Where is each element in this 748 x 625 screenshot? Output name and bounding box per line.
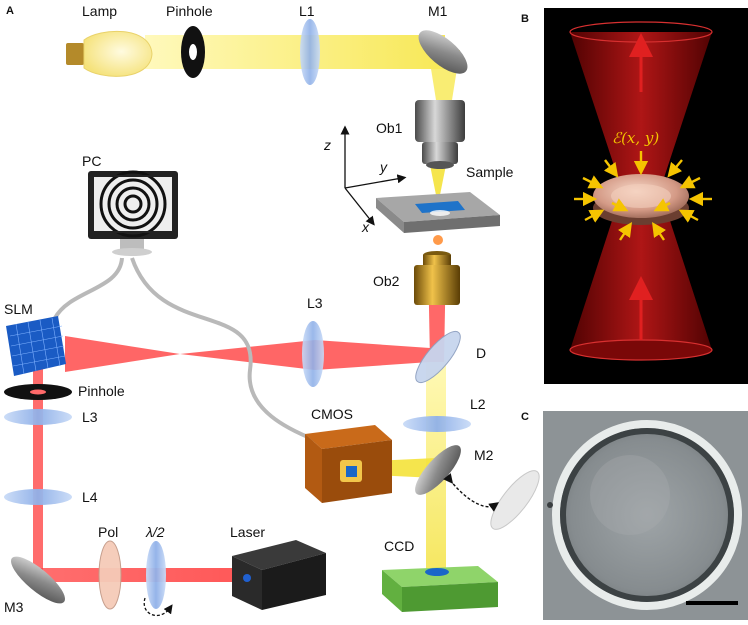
flip-arrow-icon [443, 473, 499, 512]
trapped-cell-disc-icon [593, 174, 689, 225]
pinhole-left-icon [4, 384, 72, 400]
pc-monitor-icon [88, 170, 178, 256]
panel-label-b: B [521, 13, 529, 25]
lens-l1-icon [300, 19, 320, 85]
dichroic-d-label: D [476, 345, 486, 361]
lamp-beam-focus [430, 165, 446, 195]
objective-ob2-label: Ob2 [373, 273, 400, 289]
laser-icon [232, 540, 326, 610]
mirror-m2-label: M2 [474, 447, 494, 463]
mirror-m3-label: M3 [4, 599, 24, 615]
lens-l3-left-label: L3 [82, 409, 98, 425]
lens-l3-right-icon [302, 321, 324, 387]
pinhole-top-icon [181, 26, 205, 78]
slm-label: SLM [4, 301, 33, 317]
field-label: ℰ(x, y) [612, 129, 659, 147]
laser-beam-slm-to-d [65, 336, 430, 372]
polarizer-label: Pol [98, 524, 118, 540]
axis-z-label: z [323, 137, 331, 153]
objective-ob1-icon [415, 100, 465, 169]
lamp-icon [66, 30, 153, 77]
rotation-arrow-icon [143, 597, 173, 617]
trapped-particle-icon [433, 235, 443, 245]
mirror-m2-flipped-icon [490, 470, 540, 530]
panel-label-a: A [6, 5, 14, 17]
laser-beam-left-vertical [33, 342, 43, 577]
pinhole-top-label: Pinhole [166, 3, 213, 19]
sample-label: Sample [466, 164, 514, 180]
half-wave-plate-label: λ/2 [145, 524, 165, 540]
mirror-m1-icon [418, 30, 468, 74]
axis-y-label: y [379, 159, 388, 175]
cell-micrograph [543, 411, 748, 620]
panel-label-c: C [521, 411, 529, 423]
laser-label: Laser [230, 524, 265, 540]
cmos-camera-icon [305, 425, 392, 503]
lens-l2-label: L2 [470, 396, 486, 412]
ccd-label: CCD [384, 538, 414, 554]
lens-l3-left-icon [4, 409, 72, 425]
objective-ob1-label: Ob1 [376, 120, 403, 136]
lens-l2-icon [403, 416, 471, 432]
slm-icon [6, 316, 66, 376]
pc-cable-to-slm [53, 257, 124, 320]
laser-beam-bottom [35, 568, 240, 582]
mirror-m2-icon [415, 445, 461, 495]
mirror-m3-icon [11, 556, 65, 604]
force-arrows-icon [574, 151, 712, 241]
lens-l4-label: L4 [82, 489, 98, 505]
lens-l4-icon [4, 489, 72, 505]
pc-cable-to-cmos [130, 257, 316, 442]
axes-icon [340, 125, 407, 226]
objective-ob2-icon [414, 251, 460, 305]
scale-bar [686, 601, 738, 605]
lens-l1-label: L1 [299, 3, 315, 19]
pc-label: PC [82, 153, 101, 169]
polarizer-icon [98, 540, 122, 610]
pinhole-left-label: Pinhole [78, 383, 125, 399]
dichroic-d-icon [415, 330, 461, 384]
axis-x-label: x [361, 219, 370, 235]
half-wave-plate-icon [146, 541, 166, 609]
lamp-label: Lamp [82, 3, 117, 19]
mirror-m1-label: M1 [428, 3, 448, 19]
cmos-label: CMOS [311, 406, 353, 422]
lens-l3-right-label: L3 [307, 295, 323, 311]
ccd-camera-icon [382, 566, 498, 612]
sample-stage-icon [376, 192, 500, 233]
